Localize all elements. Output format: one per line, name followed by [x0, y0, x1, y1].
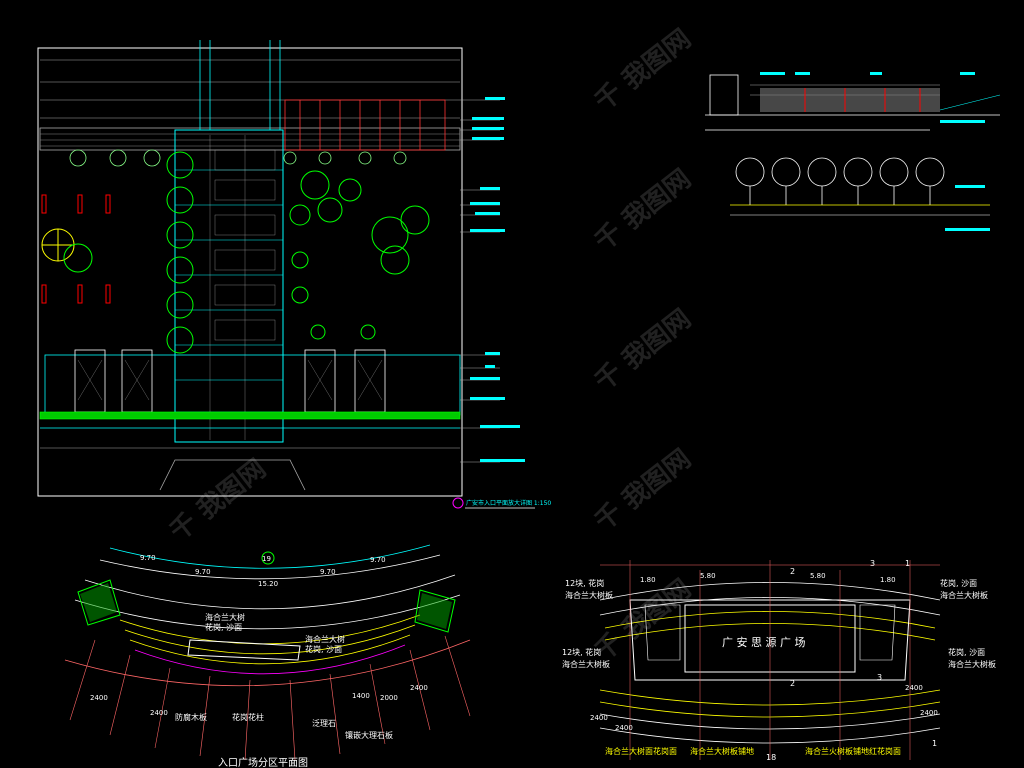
square-axis-7: 18 — [766, 753, 776, 762]
entrance-axis-label: 19 — [262, 555, 271, 563]
entrance-dim-top-4: 9.70 — [370, 556, 386, 564]
entrance-dim-top-2: 9.70 — [195, 568, 211, 576]
square-left-note-2: 海合兰大树板 — [565, 590, 613, 600]
square-dim-top-4: 1.80 — [880, 576, 896, 584]
entrance-side-dim-3: 2400 — [410, 684, 428, 692]
square-plan: 广 安 思 源 广 场 1.80 5.80 5.80 1.80 2 3 1 2 … — [562, 559, 996, 762]
entrance-callout-1: 防腐木板 — [175, 712, 207, 722]
entrance-note-4: 花岗, 沙面 — [305, 644, 342, 654]
entrance-note-1: 海合兰大树 — [205, 612, 245, 622]
square-right-note-1: 花岗, 沙面 — [940, 578, 977, 588]
square-side-dim-2: 2400 — [615, 724, 633, 732]
entrance-detail-plan: 广安市入口平面放大详图 1:150 — [37, 40, 551, 509]
entrance-dim-top-3: 9.70 — [320, 568, 336, 576]
square-right-note-4: 海合兰大树板 — [948, 659, 996, 669]
square-dim-top-2: 5.80 — [700, 572, 716, 580]
square-bottom-note-2: 海合兰大树板铺地 — [690, 746, 754, 756]
entrance-callout-2: 花岗花柱 — [232, 712, 264, 722]
square-left-note-4: 海合兰大树板 — [562, 659, 610, 669]
square-left-note-3: 12块, 花岗 — [562, 647, 601, 657]
square-axis-6: 1 — [932, 739, 937, 748]
square-axis-3: 1 — [905, 559, 910, 568]
square-side-dim-1: 2400 — [590, 714, 608, 722]
entrance-plan-title: 入口广场分区平面图 — [218, 756, 308, 768]
square-center-text: 广 安 思 源 广 场 — [722, 635, 805, 649]
entrance-callout-3: 泛理石 — [312, 718, 336, 728]
elevation-views — [705, 72, 1001, 231]
plan-tag-marker — [452, 497, 464, 509]
square-side-dim-4: 2400 — [920, 709, 938, 717]
square-side-dim-3: 2400 — [905, 684, 923, 692]
square-left-note-1: 12块, 花岗 — [565, 578, 604, 588]
plan-title: 广安市入口平面放大详图 1:150 — [466, 499, 551, 507]
square-right-note-2: 海合兰大树板 — [940, 590, 988, 600]
square-bottom-note-3: 海合兰火树板铺地红花岗面 — [805, 746, 901, 756]
square-axis-1: 2 — [790, 567, 795, 576]
entrance-side-dim-2: 2400 — [150, 709, 168, 717]
entrance-note-3: 海合兰大树 — [305, 634, 345, 644]
square-right-note-3: 花岗, 沙面 — [948, 647, 985, 657]
square-dim-top-1: 1.80 — [640, 576, 656, 584]
square-bottom-note-1: 海合兰大树面花岗面 — [605, 746, 677, 756]
entrance-dim-total: 15.20 — [258, 580, 278, 588]
entrance-callout-4: 镶嵌大理石板 — [345, 730, 393, 740]
square-axis-4: 2 — [790, 679, 795, 688]
entrance-side-dim-1: 2400 — [90, 694, 108, 702]
entrance-side-dim-4: 1400 — [352, 692, 370, 700]
square-axis-2: 3 — [870, 559, 875, 568]
square-axis-5: 3 — [877, 673, 882, 682]
square-dim-top-3: 5.80 — [810, 572, 826, 580]
entrance-side-dim-5: 2000 — [380, 694, 398, 702]
entrance-note-2: 花岗, 沙面 — [205, 622, 242, 632]
entrance-dim-top-1: 9.70 — [140, 554, 156, 562]
entrance-zone-plan: 9.70 9.70 9.70 9.70 15.20 19 海合兰大树 花岗, 沙… — [64, 544, 471, 768]
